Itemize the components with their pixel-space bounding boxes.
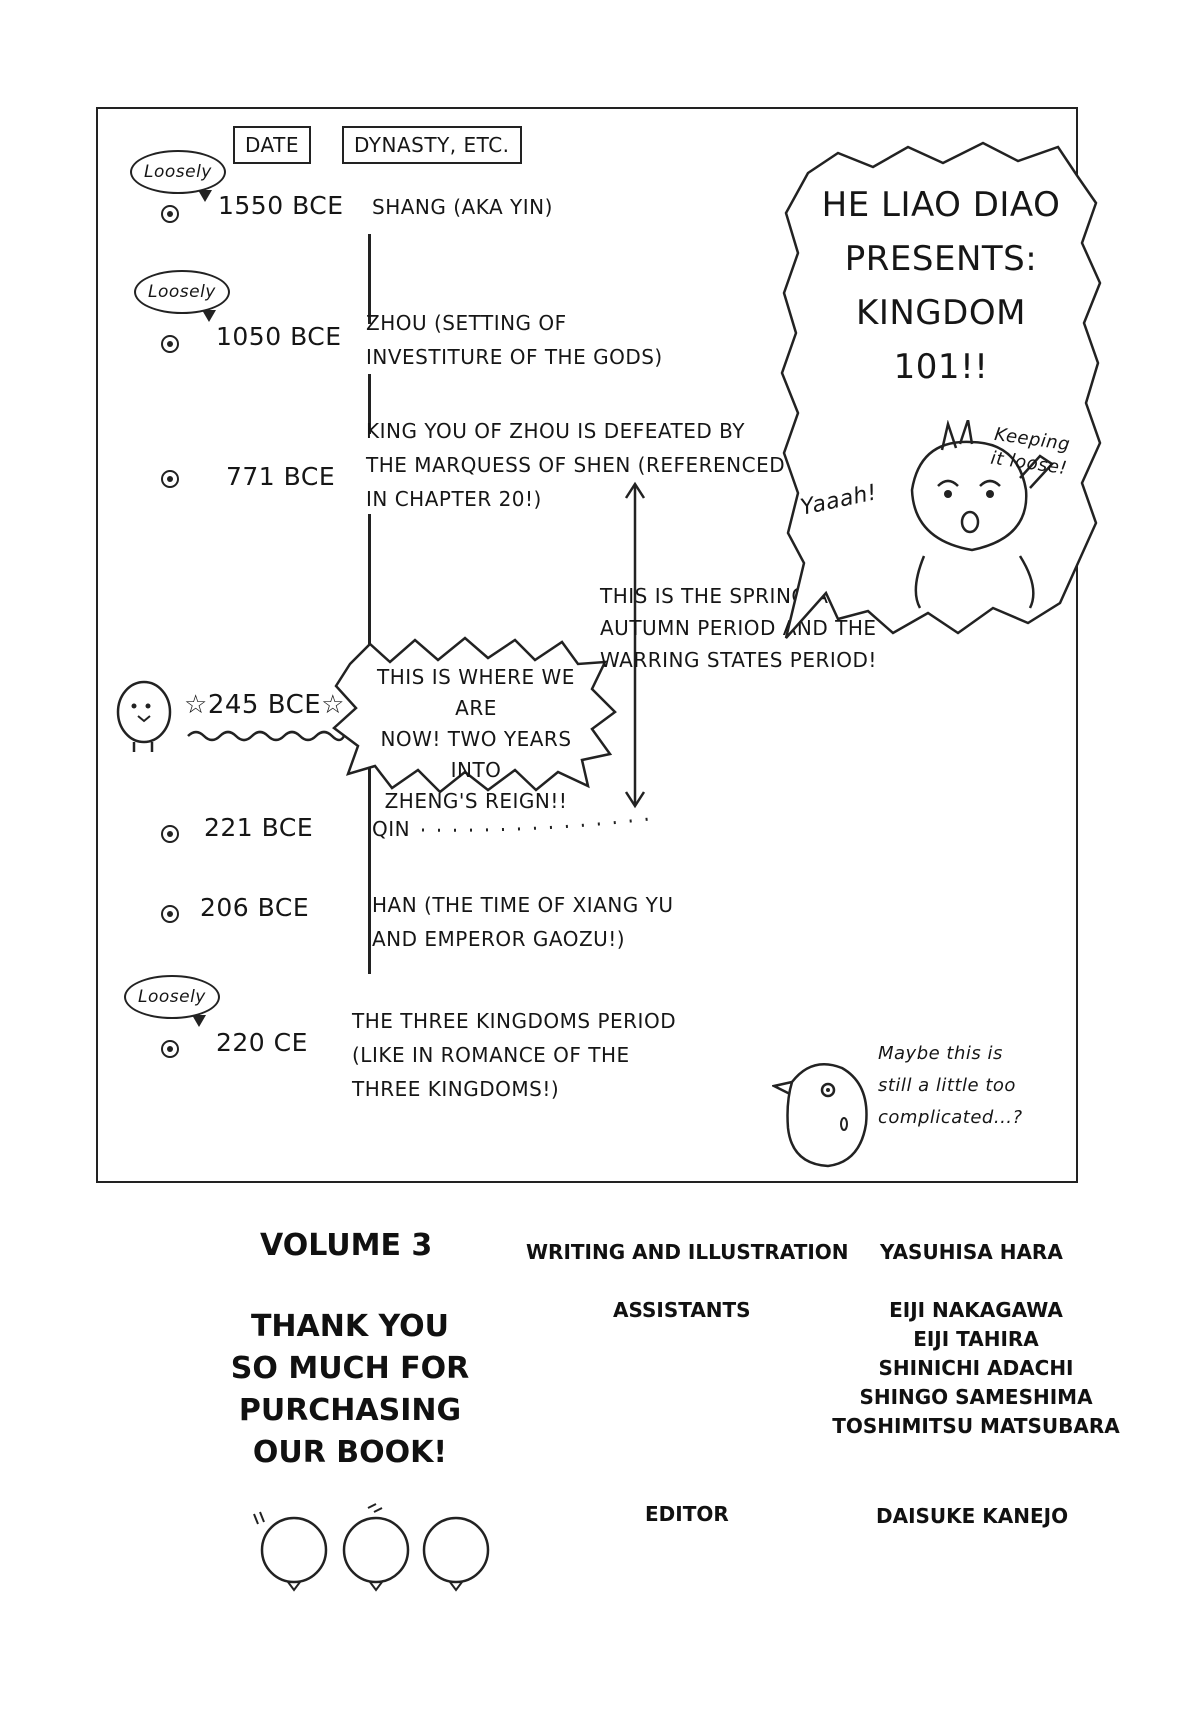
dynasty-line: ZHOU (SETTING OF — [366, 311, 567, 335]
timeline-dynasty: SHANG (AKA YIN) — [372, 195, 553, 219]
dynasty-line: IN CHAPTER 20!) — [366, 487, 542, 511]
assistant-name: TOSHIMITSU MATSUBARA — [832, 1414, 1120, 1438]
timeline-dynasty: ZHOU (SETTING OF INVESTITURE OF THE GODS… — [366, 306, 663, 374]
loosely-bubble: Loosely — [134, 270, 230, 322]
timeline-dynasty: HAN (THE TIME OF XIANG YU AND EMPEROR GA… — [372, 888, 674, 956]
dynasty-line: THREE KINGDOMS!) — [352, 1077, 560, 1101]
bird-note-line: Maybe this is — [878, 1043, 1003, 1064]
period-note-line: AUTUMN PERIOD AND THE — [600, 616, 877, 640]
loosely-bubble: Loosely — [124, 975, 220, 1027]
assistant-name: SHINGO SAMESHIMA — [859, 1385, 1093, 1409]
timeline-dynasty: KING YOU OF ZHOU IS DEFEATED BY THE MARQ… — [366, 414, 785, 516]
assistant-name: EIJI TAHIRA — [913, 1327, 1039, 1351]
callout-line: ZHENG'S REIGN!! — [384, 789, 568, 813]
timeline-date: 220 CE — [216, 1028, 308, 1057]
timeline-dynasty: THE THREE KINGDOMS PERIOD (LIKE IN ROMAN… — [352, 1004, 676, 1106]
timeline-dynasty: QIN — [372, 817, 411, 841]
editor-role: EDITOR — [645, 1502, 729, 1526]
writing-role: WRITING AND ILLUSTRATION — [526, 1240, 849, 1264]
thanks-line: PURCHASING — [238, 1393, 462, 1428]
period-note-line: WARRING STATES PERIOD! — [600, 648, 877, 672]
loosely-bubble: Loosely — [130, 150, 226, 202]
thanks-line: SO MUCH FOR — [230, 1351, 470, 1386]
period-range-arrow — [624, 481, 646, 809]
timeline-date: 245 BCE — [207, 690, 322, 720]
title-line: HE LIAO DIAO — [821, 185, 1061, 225]
three-chicks-icon — [253, 1503, 490, 1592]
title-line: 101!! — [893, 347, 989, 387]
chick-mascot-icon — [116, 680, 172, 752]
dynasty-line: THE MARQUESS OF SHEN (REFERENCED — [366, 453, 786, 477]
timeline-date: 1550 BCE — [218, 191, 344, 220]
date-column-header: DATE — [233, 126, 312, 164]
timeline-line — [368, 374, 371, 434]
thanks-line: THANK YOU — [250, 1309, 450, 1344]
title-bubble-text: HE LIAO DIAO PRESENTS: KINGDOM 101!! — [778, 178, 1104, 394]
title-line: KINGDOM — [856, 293, 1026, 333]
editor-name: DAISUKE KANEJO — [876, 1504, 1069, 1528]
timeline-bullet — [161, 205, 179, 223]
title-line: PRESENTS: — [844, 239, 1038, 279]
timeline-bullet — [161, 1040, 179, 1058]
star-icon: ☆ — [184, 690, 208, 720]
assistants-role: ASSISTANTS — [613, 1298, 751, 1322]
timeline-bullet — [161, 825, 179, 843]
timeline-date: 206 BCE — [200, 893, 310, 922]
timeline-bullet — [161, 905, 179, 923]
timeline-date: 1050 BCE — [216, 322, 342, 351]
volume-title: VOLUME 3 — [260, 1228, 433, 1263]
callout-line: NOW! TWO YEARS INTO — [380, 727, 572, 782]
bird-note-line: still a little too — [878, 1075, 1016, 1096]
thanks-message: THANK YOU SO MUCH FOR PURCHASING OUR BOO… — [220, 1306, 480, 1474]
bird-mascot-icon — [772, 1063, 868, 1168]
assistants-list: EIJI NAKAGAWA EIJI TAHIRA SHINICHI ADACH… — [826, 1296, 1126, 1441]
thanks-line: OUR BOOK! — [252, 1435, 448, 1470]
assistant-name: SHINICHI ADACHI — [878, 1356, 1074, 1380]
character-doodle-icon — [910, 420, 1054, 609]
timeline-date: 221 BCE — [204, 813, 314, 842]
dynasty-column-header: DYNASTY, ETC. — [342, 126, 522, 164]
dynasty-line: (LIKE IN ROMANCE OF THE — [352, 1043, 630, 1067]
timeline-bullet — [161, 335, 179, 353]
callout-line: THIS IS WHERE WE ARE — [377, 665, 575, 720]
writing-name: YASUHISA HARA — [880, 1240, 1063, 1264]
dotted-leader — [421, 816, 659, 832]
bird-note-line: complicated...? — [878, 1107, 1023, 1128]
bird-note: Maybe this is still a little too complic… — [878, 1038, 1023, 1134]
now-callout-text: THIS IS WHERE WE ARE NOW! TWO YEARS INTO… — [356, 662, 596, 817]
wavy-underline — [187, 730, 346, 742]
star-icon: ☆ — [321, 690, 345, 720]
dynasty-line: INVESTITURE OF THE GODS) — [366, 345, 663, 369]
dynasty-line: KING YOU OF ZHOU IS DEFEATED BY — [366, 419, 745, 443]
timeline-line — [368, 234, 371, 324]
dynasty-line: AND EMPEROR GAOZU!) — [372, 927, 626, 951]
timeline-bullet — [161, 470, 179, 488]
dynasty-line: HAN (THE TIME OF XIANG YU — [372, 893, 674, 917]
dynasty-line: THE THREE KINGDOMS PERIOD — [352, 1009, 677, 1033]
assistant-name: EIJI NAKAGAWA — [889, 1298, 1063, 1322]
timeline-date: 771 BCE — [226, 462, 336, 491]
current-date-marker: ☆245 BCE☆ — [184, 690, 345, 720]
now-callout-bubble — [332, 636, 617, 794]
